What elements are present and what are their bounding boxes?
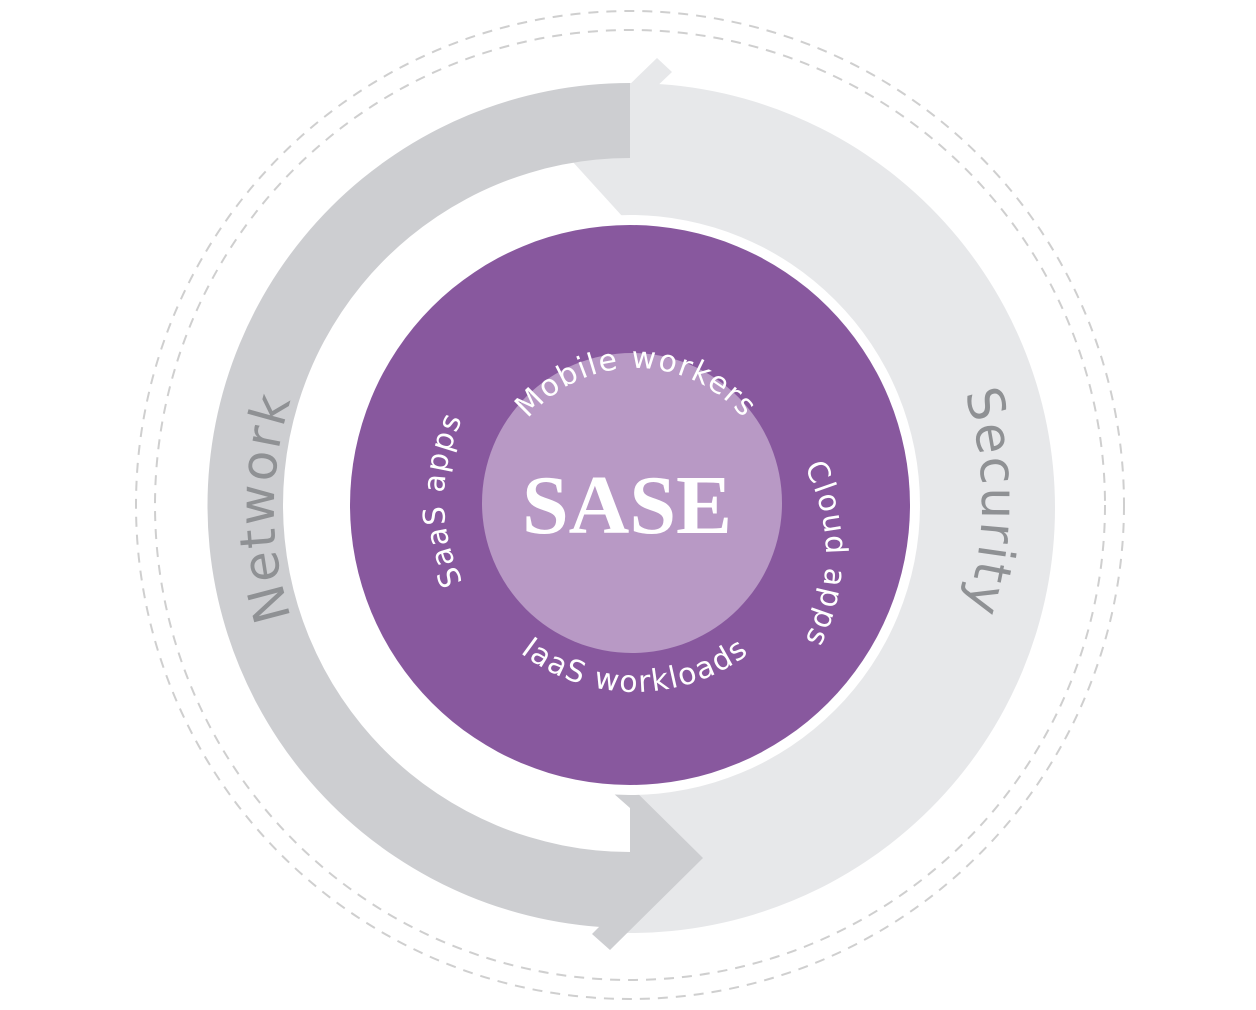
network-arrowhead — [592, 770, 703, 950]
outer-dashed-circle — [135, 10, 1125, 1000]
inner-dashed-circle — [154, 29, 1106, 981]
sase-core — [482, 353, 782, 653]
network-label-text: Network — [228, 386, 303, 629]
network-cycle-arrow — [207, 83, 630, 928]
network-label: Network — [228, 386, 301, 629]
sase-label: SASE — [522, 459, 732, 552]
